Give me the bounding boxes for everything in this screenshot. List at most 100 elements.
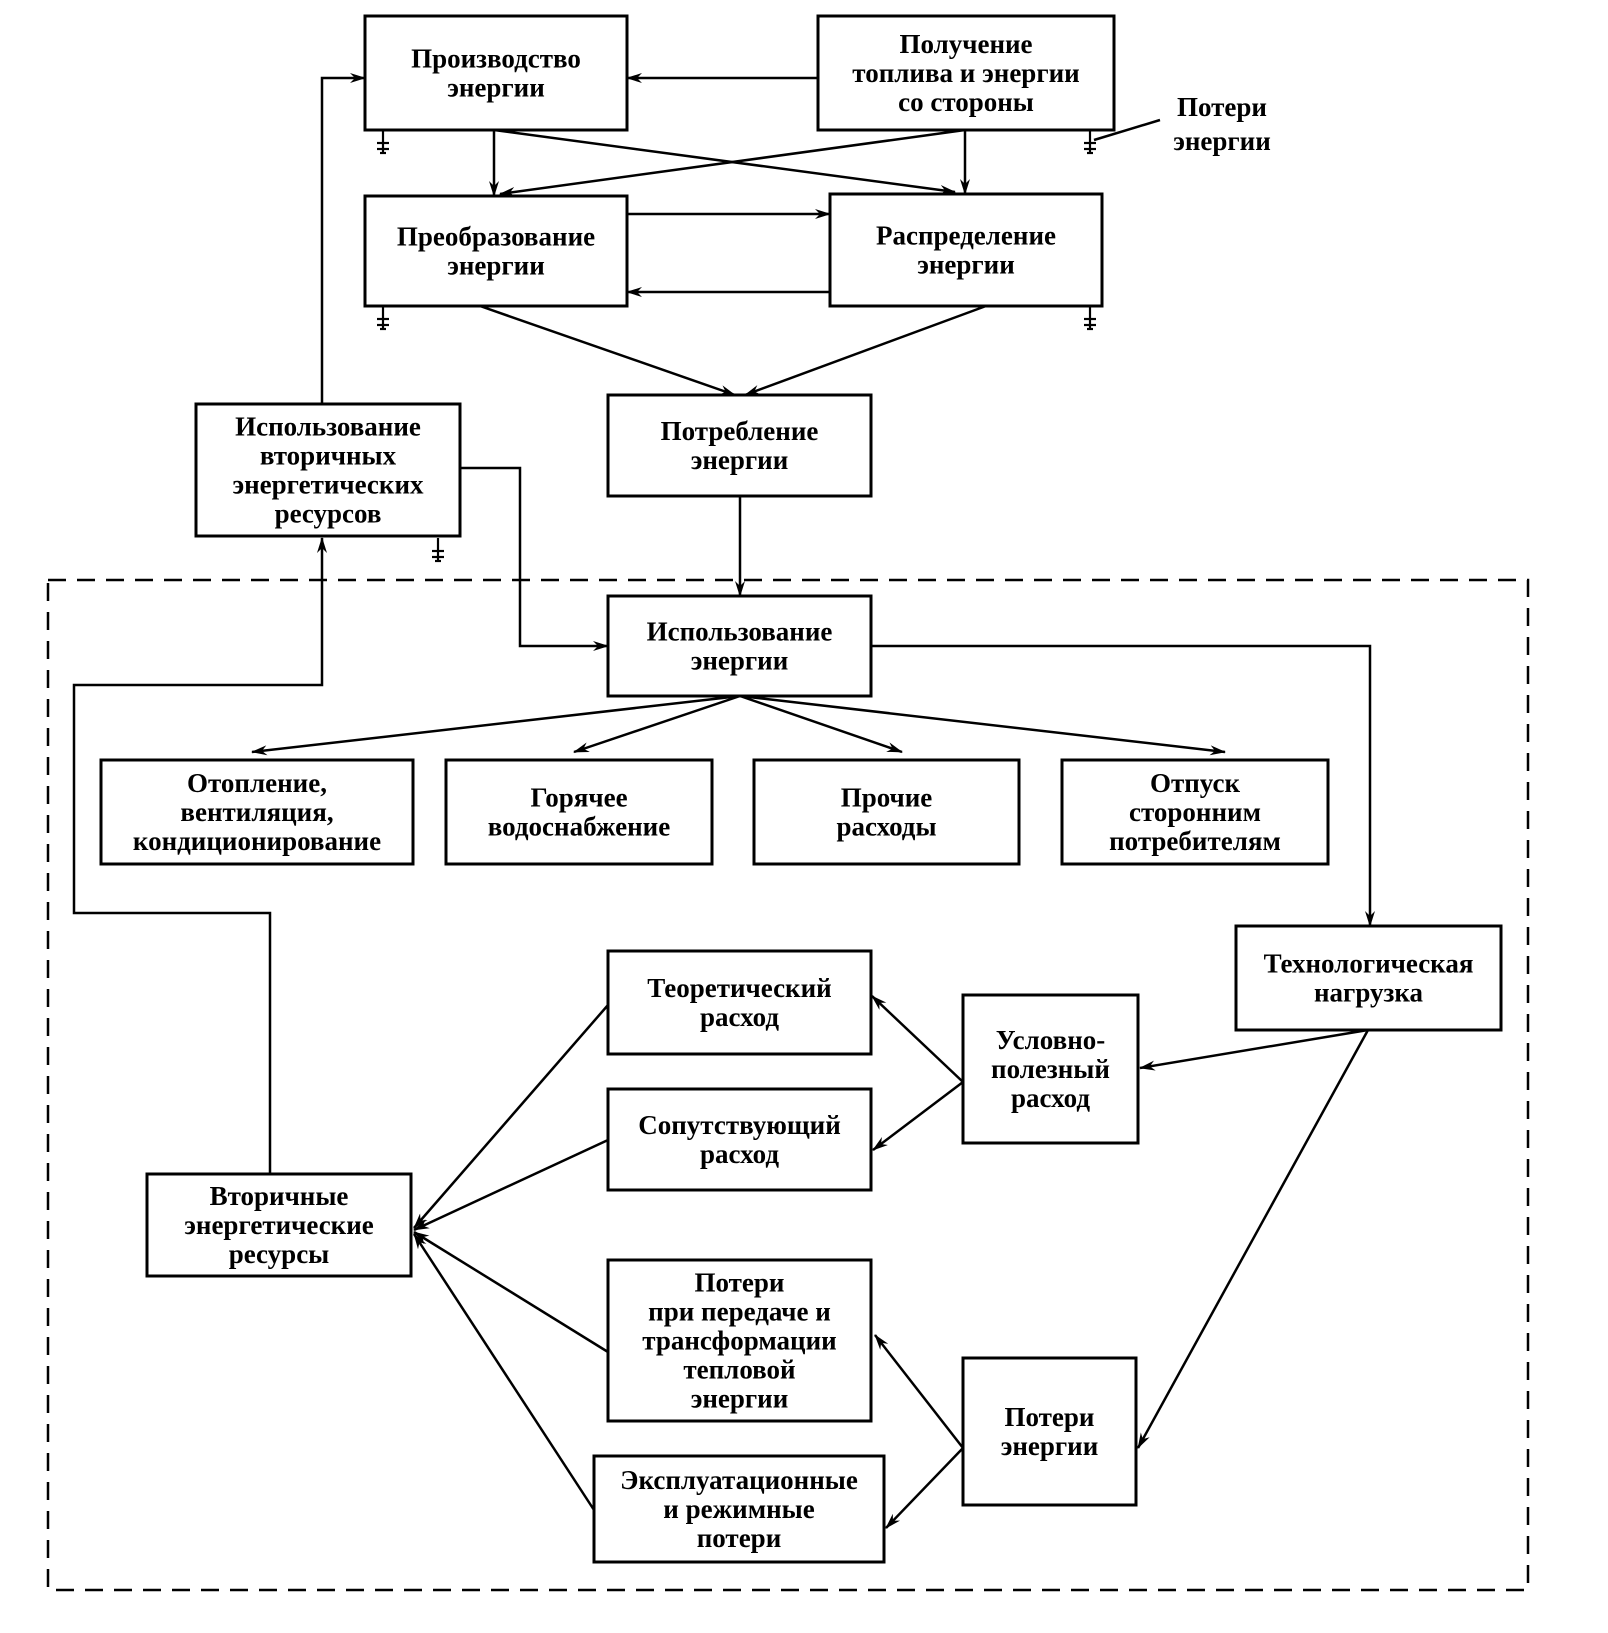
loss-markers <box>377 130 1096 563</box>
loss-marker-icon <box>377 130 389 155</box>
flow-arrow <box>412 1233 596 1511</box>
box-label-line: Сопутствующий <box>638 1110 841 1140</box>
box-label-line: Потребление <box>661 416 819 446</box>
box-frame <box>99 758 415 866</box>
box-label-line: топлива и энергии <box>852 58 1079 88</box>
box-label-line: расход <box>700 1002 779 1032</box>
box-label-line: при передаче и <box>648 1297 831 1327</box>
box-label-line: энергии <box>917 250 1015 280</box>
box-frame <box>606 594 873 698</box>
box-label-line: Эксплуатационные <box>620 1465 858 1495</box>
box-frame <box>1234 924 1503 1032</box>
flow-arrow <box>72 537 327 1174</box>
flow-arrow <box>885 1447 964 1529</box>
box-label-line: полезный <box>991 1054 1110 1084</box>
box-label-line: со стороны <box>898 87 1034 117</box>
losses-label: Потери энергии <box>1173 92 1271 156</box>
box-heating: Отопление,вентиляция,кондиционирование <box>99 758 415 866</box>
flow-arrow <box>739 694 903 754</box>
losses-label-line: Потери <box>1177 92 1267 122</box>
flow-arrow <box>871 995 964 1083</box>
box-frame <box>145 1172 413 1278</box>
box-label-line: энергии <box>447 251 545 281</box>
flow-arrow <box>573 694 741 754</box>
box-label-line: водоснабжение <box>488 812 670 842</box>
box-label-line: ресурсы <box>229 1239 330 1269</box>
box-label-line: Вторичные <box>210 1181 349 1211</box>
box-label-line: потери <box>697 1523 782 1553</box>
box-label-line: потребителям <box>1109 826 1281 856</box>
box-frame <box>363 14 629 132</box>
box-label-line: Отопление, <box>187 768 327 798</box>
flow-arrow <box>413 1230 609 1354</box>
box-label-line: расход <box>700 1139 779 1169</box>
box-label-line: расход <box>1011 1083 1090 1113</box>
box-frame <box>961 993 1140 1145</box>
flow-arrow <box>871 644 1375 927</box>
box-label-line: энергии <box>447 73 545 103</box>
box-label-line: энергии <box>691 445 789 475</box>
box-frame <box>816 14 1116 132</box>
losses-leader-line <box>1093 118 1161 142</box>
box-label-line: Потери <box>695 1268 785 1298</box>
connectors <box>72 73 1375 1529</box>
box-label-line: энергии <box>691 1384 789 1414</box>
flow-arrow <box>874 1334 964 1449</box>
box-label-line: Преобразование <box>397 222 595 252</box>
box-label-line: Теоретический <box>647 973 831 1003</box>
box-label-line: энергетические <box>184 1210 374 1240</box>
box-frame <box>363 194 629 308</box>
loss-marker-icon <box>377 306 389 331</box>
flow-arrow <box>739 694 1226 756</box>
box-frame <box>606 393 873 498</box>
box-frame <box>961 1356 1138 1507</box>
box-label-line: трансформации <box>642 1326 836 1356</box>
box-frame <box>606 1258 873 1423</box>
flow-arrow <box>251 694 741 756</box>
box-label-line: Распределение <box>876 221 1056 251</box>
loss-marker-icon <box>1084 306 1096 331</box>
losses-label-line: энергии <box>1173 126 1271 156</box>
flow-arrow <box>413 1004 609 1229</box>
box-label-line: Отпуск <box>1150 768 1240 798</box>
box-label-line: вентиляция, <box>180 797 333 827</box>
box-label-line: Получение <box>899 29 1032 59</box>
box-label-line: энергии <box>691 646 789 676</box>
flow-arrow <box>1139 1028 1369 1071</box>
flow-arrow <box>1136 1029 1370 1449</box>
box-label-line: тепловой <box>683 1355 795 1385</box>
box-label-line: Условно- <box>996 1025 1106 1055</box>
flow-arrow <box>872 1081 964 1151</box>
box-label-line: ресурсов <box>275 499 382 529</box>
box-frame <box>606 949 873 1056</box>
losses-annotation: Потери энергии <box>1093 92 1271 156</box>
box-label-line: Технологическая <box>1264 949 1474 979</box>
box-label-line: нагрузка <box>1314 978 1423 1008</box>
box-label-line: Потери <box>1005 1402 1095 1432</box>
box-label-line: энергетических <box>232 470 424 500</box>
